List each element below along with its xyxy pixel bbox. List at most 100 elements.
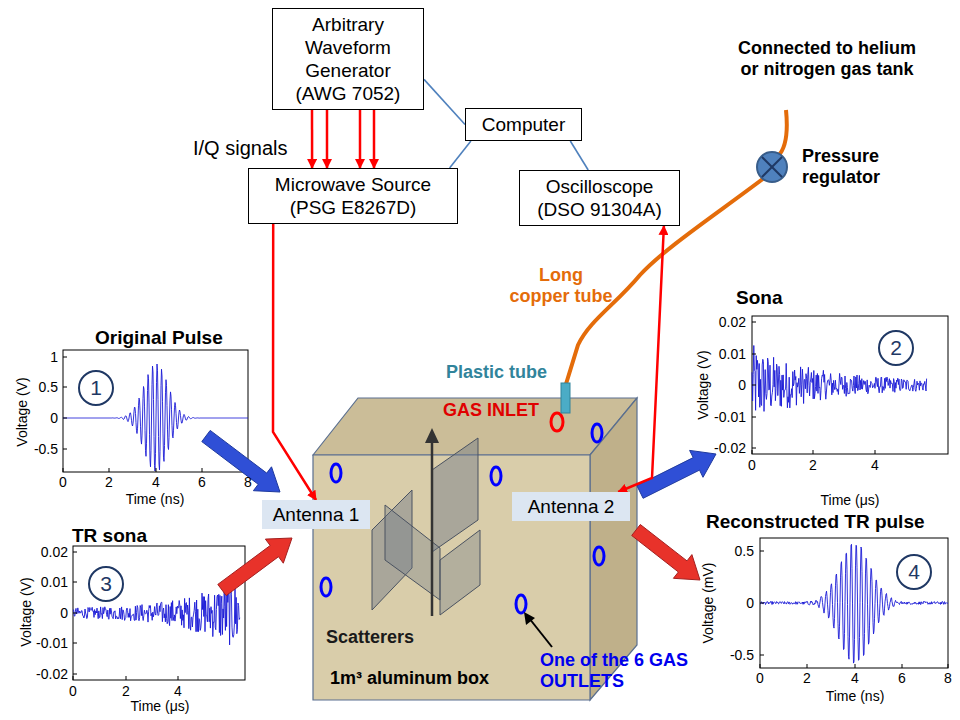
tick-mark	[752, 322, 756, 323]
part-label: One of the 6 GAS OUTLETS	[540, 650, 690, 692]
tick-label: 4	[851, 670, 859, 686]
signal-line	[373, 110, 376, 168]
tick-mark	[752, 385, 756, 386]
callout-number: 3	[100, 572, 112, 596]
callout-circle	[897, 555, 931, 589]
node-text: Microwave Source (PSG E8267D)	[255, 173, 451, 219]
plastic-tube	[561, 383, 570, 413]
pointer-line	[529, 618, 552, 647]
part-label: 1m³ aluminum box	[330, 668, 489, 689]
rotation-axis	[431, 440, 434, 616]
tick-label: 0.5	[39, 379, 58, 395]
tick-label: 8	[944, 670, 952, 686]
callout-circle	[79, 371, 113, 405]
plot-title: TR sona	[72, 525, 147, 547]
tick-mark	[948, 664, 949, 668]
tick-mark	[752, 417, 756, 418]
tick-mark	[752, 448, 756, 449]
node-text: Antenna 1	[266, 503, 366, 526]
tick-label: 4	[152, 474, 160, 490]
tick-mark	[752, 450, 753, 454]
tick-label: -0.01	[714, 409, 746, 425]
tick-label: -0.02	[714, 440, 746, 456]
tick-label: 2	[122, 683, 130, 699]
gas-outlet	[516, 595, 526, 613]
tick-label: 8	[244, 474, 252, 490]
tick-label: 0.02	[41, 544, 68, 560]
tick-label: 6	[898, 670, 906, 686]
tick-mark	[855, 664, 856, 668]
gas-outlet	[491, 467, 501, 485]
tick-label: 4	[871, 457, 879, 473]
tick-mark	[73, 552, 77, 553]
signal-line	[326, 110, 329, 168]
tick-mark	[73, 582, 77, 583]
callout-circle	[89, 567, 123, 601]
tick-label: 0	[60, 605, 68, 621]
gas-inlet	[551, 413, 563, 431]
tick-label: 1	[50, 349, 58, 365]
connector	[618, 226, 664, 492]
part-label: Pressure regulator	[802, 146, 914, 188]
tick-label: 0	[69, 683, 77, 699]
tick-label: 0	[748, 457, 756, 473]
regulator-cross	[762, 157, 782, 177]
tick-mark	[807, 664, 808, 668]
axis-label: Voltage (V)	[18, 577, 34, 646]
axis-label: Time (μs)	[821, 492, 880, 508]
tick-label: -0.5	[34, 441, 58, 457]
tick-mark	[63, 418, 67, 419]
tick-mark	[73, 613, 77, 614]
tick-mark	[760, 603, 764, 604]
callout-circle	[879, 331, 913, 365]
part-label: Long copper tube	[508, 265, 614, 307]
callout-number: 4	[908, 560, 920, 584]
generator-box: Arbitrary Waveform Generator (AWG 7052)	[272, 8, 424, 110]
computer-box: Computer	[465, 108, 582, 141]
gas-outlet	[594, 547, 604, 565]
tick-mark	[902, 664, 903, 668]
tick-mark	[63, 468, 64, 472]
note-text: Connected to helium or nitrogen gas tank	[738, 38, 916, 80]
connector	[570, 141, 588, 170]
oscilloscope-box: Oscilloscope (DSO 91304A)	[519, 170, 680, 226]
tick-label: 2	[803, 670, 811, 686]
plot-title: Reconstructed TR pulse	[706, 511, 925, 533]
signal-arrow	[218, 538, 292, 596]
waveform-trace	[760, 544, 948, 663]
scatterer-plate	[432, 438, 478, 552]
connector	[424, 79, 465, 124]
node-text: Computer	[472, 113, 575, 136]
callout-number: 1	[90, 376, 102, 400]
tick-label: 0.5	[735, 543, 754, 559]
plot-frame	[73, 546, 245, 680]
tick-mark	[63, 387, 67, 388]
part-label: GAS INLET	[443, 400, 539, 421]
pressure-regulator	[757, 152, 787, 182]
connector	[273, 224, 316, 500]
tick-label: 2	[809, 457, 817, 473]
tick-mark	[752, 354, 756, 355]
connector	[311, 110, 314, 168]
plot-frame	[760, 538, 948, 668]
tick-mark	[63, 449, 67, 450]
part-label: Scatterers	[326, 627, 414, 648]
tick-label: 0	[746, 595, 754, 611]
node-text: Antenna 2	[516, 495, 626, 518]
tick-label: 0	[59, 474, 67, 490]
axis-arrowhead	[425, 428, 439, 443]
tick-mark	[156, 468, 157, 472]
pointer-head	[524, 612, 535, 625]
signal-arrows	[202, 430, 716, 595]
tick-label: 0.01	[719, 346, 746, 362]
tick-mark	[73, 674, 77, 675]
plot-title: Sona	[736, 287, 782, 309]
tick-mark	[202, 468, 203, 472]
antenna-label: Antenna 1	[262, 500, 370, 529]
tick-label: -0.02	[36, 666, 68, 682]
connector	[450, 141, 471, 168]
tick-label: 0	[50, 410, 58, 426]
plot-group	[63, 316, 948, 680]
signal-arrow	[632, 525, 700, 581]
node-text: Oscilloscope (DSO 91304A)	[526, 175, 673, 221]
